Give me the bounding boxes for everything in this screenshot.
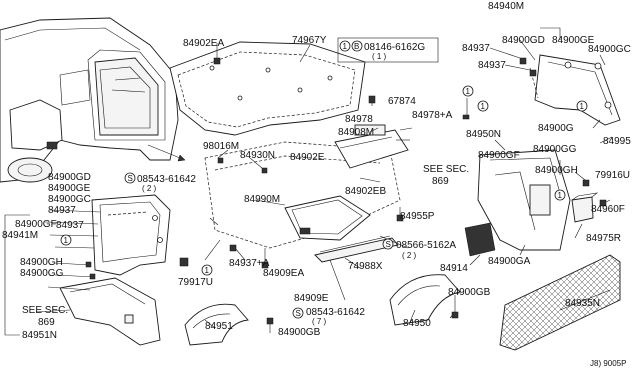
marker-1-d: 1 bbox=[558, 191, 563, 200]
screw-callout-1: S 08543-61642 ( 2 ) bbox=[124, 172, 196, 193]
marker-1-c: 1 bbox=[580, 102, 585, 111]
label-screw-code-2: 08566-5162A bbox=[396, 240, 456, 251]
marker-1-a: 1 bbox=[466, 87, 471, 96]
label-screw-qty-3: ( 7 ) bbox=[312, 317, 327, 326]
fasteners bbox=[85, 57, 607, 325]
label-84940m: 84940M bbox=[488, 1, 524, 12]
label-screw-qty-2: ( 2 ) bbox=[402, 251, 417, 260]
label-bolt-qty: ( 1 ) bbox=[372, 52, 387, 61]
label-84900gf-left: 84900GF bbox=[15, 219, 57, 230]
label-84900gc-top: 84900GC bbox=[588, 44, 631, 55]
label-84975r: 84975R bbox=[586, 233, 621, 244]
label-84902e: 84902E bbox=[290, 152, 325, 163]
label-84937a: 84937+A bbox=[229, 258, 270, 269]
marker-b: B bbox=[354, 42, 359, 51]
label-screw-code-3: 08543-61642 bbox=[306, 307, 365, 318]
side-trim-right-lower-84950n bbox=[477, 149, 571, 251]
label-84978: 84978 bbox=[345, 114, 373, 125]
label-see-sec-right-b: 869 bbox=[432, 176, 449, 187]
label-84908m: 84908M bbox=[338, 127, 374, 138]
label-84900g-right: 84900G bbox=[538, 123, 574, 134]
marker-1-e: 1 bbox=[64, 236, 69, 245]
label-84955p: 84955P bbox=[400, 211, 435, 222]
label-79916u: 79916U bbox=[595, 170, 630, 181]
label-84909ea: 84909EA bbox=[263, 268, 304, 279]
label-79917u: 79917U bbox=[178, 277, 213, 288]
leader-lines bbox=[4, 27, 613, 336]
label-84909e: 84909E bbox=[294, 293, 329, 304]
label-84900gh-right: 84900GH bbox=[535, 165, 578, 176]
side-trim-left-lower-84951n bbox=[59, 277, 161, 346]
label-98016m: 98016M bbox=[203, 141, 239, 152]
label-84900gd-top: 84900GD bbox=[502, 35, 545, 46]
label-84900gb-right: 84900GB bbox=[448, 287, 491, 298]
bolt-callout: 1 B 08146-6162G ( 1 ) bbox=[337, 37, 439, 63]
label-84990m: 84990M bbox=[244, 194, 280, 205]
label-84937-top-1: 84937 bbox=[462, 43, 490, 54]
marker-s-1: S bbox=[128, 174, 133, 183]
label-84935n: 84935N bbox=[565, 298, 600, 309]
sill-plate-74988x bbox=[314, 235, 399, 263]
label-84900ga: 84900GA bbox=[488, 256, 531, 267]
label-see-sec-right-a: SEE SEC. bbox=[423, 164, 469, 175]
label-see-sec-left-a: SEE SEC. bbox=[22, 305, 68, 316]
label-84930n: 84930N bbox=[240, 150, 275, 161]
label-84960f: 84960F bbox=[591, 204, 625, 215]
wheel-house-left-84951 bbox=[184, 303, 249, 346]
label-84900gc-left: 84900GC bbox=[48, 194, 91, 205]
marker-s-2: S bbox=[386, 240, 391, 249]
label-84902eb: 84902EB bbox=[345, 186, 386, 197]
marker-1: 1 bbox=[343, 42, 348, 51]
trunk-box-84908m bbox=[334, 124, 409, 169]
marker-1-b: 1 bbox=[481, 102, 486, 111]
label-67874: 67874 bbox=[388, 96, 416, 107]
marker-1-f: 1 bbox=[205, 266, 210, 275]
label-84902ea: 84902EA bbox=[183, 38, 224, 49]
circle-markers: 1 1 1 1 1 1 bbox=[60, 85, 588, 276]
label-screw-code-1: 08543-61642 bbox=[137, 174, 196, 185]
spare-tire-cover-84990m bbox=[284, 195, 371, 241]
label-84950: 84950 bbox=[403, 318, 431, 329]
floor-board-84930n bbox=[204, 141, 401, 249]
label-84978a: 84978+A bbox=[412, 110, 453, 121]
part-labels: 84940M 84902EA 74967Y 1 B 08146-6162G ( … bbox=[2, 1, 631, 368]
label-84995: 84995 bbox=[603, 136, 631, 147]
label-84900gg-left: 84900GG bbox=[20, 268, 64, 279]
label-84937-left-2: 84937 bbox=[56, 220, 84, 231]
side-trim-right-84940m bbox=[529, 54, 621, 126]
label-84900ge: 84900GE bbox=[552, 35, 595, 46]
screw-callout-3: S 08543-61642 ( 7 ) bbox=[292, 307, 365, 326]
label-screw-qty-1: ( 2 ) bbox=[142, 184, 157, 193]
wheel-house-84950 bbox=[389, 274, 461, 326]
box-84960f bbox=[571, 192, 599, 223]
label-84951n: 84951N bbox=[22, 330, 57, 341]
label-84900ge-left: 84900GE bbox=[48, 183, 91, 194]
label-84900gh-left: 84900GH bbox=[20, 257, 63, 268]
label-84937-top-2: 84937 bbox=[478, 60, 506, 71]
label-74967y: 74967Y bbox=[292, 35, 327, 46]
side-trim-left-84941m bbox=[91, 194, 171, 276]
floor-carpet-74967y bbox=[169, 41, 366, 136]
label-84900gb-bottom: 84900GB bbox=[278, 327, 321, 338]
label-84900gf-right: 84900GF bbox=[478, 150, 520, 161]
label-bolt-code: 08146-6162G bbox=[364, 42, 425, 53]
marker-s-3: S bbox=[296, 309, 301, 318]
label-84900gg-right: 84900GG bbox=[533, 144, 577, 155]
label-see-sec-left-b: 869 bbox=[38, 317, 55, 328]
label-84950n: 84950N bbox=[466, 129, 501, 140]
label-84941m: 84941M bbox=[2, 230, 38, 241]
vehicle-body bbox=[0, 17, 186, 183]
label-84951: 84951 bbox=[205, 321, 233, 332]
net-84935n bbox=[499, 254, 621, 351]
screw-callout-2: S 08566-5162A ( 2 ) bbox=[382, 238, 456, 260]
label-84900gd-left: 84900GD bbox=[48, 172, 91, 183]
label-84914: 84914 bbox=[440, 263, 468, 274]
label-74988x: 74988X bbox=[348, 261, 383, 272]
label-ref-code: J8) 9005P bbox=[590, 359, 626, 368]
label-84937-left-1: 84937 bbox=[48, 205, 76, 216]
mud-flap-84914 bbox=[464, 222, 496, 257]
